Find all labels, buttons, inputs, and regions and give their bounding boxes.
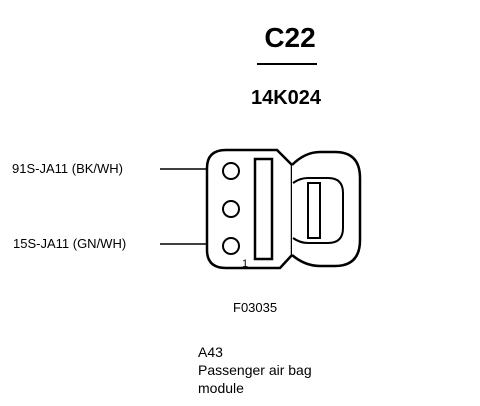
connector-id: C22 — [264, 22, 316, 53]
title-underline — [257, 63, 317, 65]
connector-housing — [205, 148, 294, 270]
component-caption: A43 Passenger air bag module — [198, 343, 312, 397]
wire-label-91s: 91S-JA11 (BK/WH) — [12, 161, 124, 176]
pin-cavity-2 — [222, 200, 240, 218]
pin-cavity-3 — [222, 162, 240, 180]
pin-cavity-1 — [222, 237, 240, 255]
component-name-line2: module — [198, 380, 244, 396]
pin-1-label: 1 — [242, 258, 248, 270]
terminal-divider — [253, 157, 274, 261]
component-name-line1: Passenger air bag — [198, 362, 312, 378]
component-code: A43 — [198, 344, 223, 360]
locking-tab-outer — [291, 150, 362, 268]
locking-tab-inner — [292, 177, 344, 244]
lock-latch — [307, 182, 321, 239]
part-number: 14K024 — [250, 87, 322, 109]
wire-label-15s: 15S-JA11 (GN/WH) — [13, 236, 127, 251]
figure-code: F03035 — [233, 300, 278, 315]
